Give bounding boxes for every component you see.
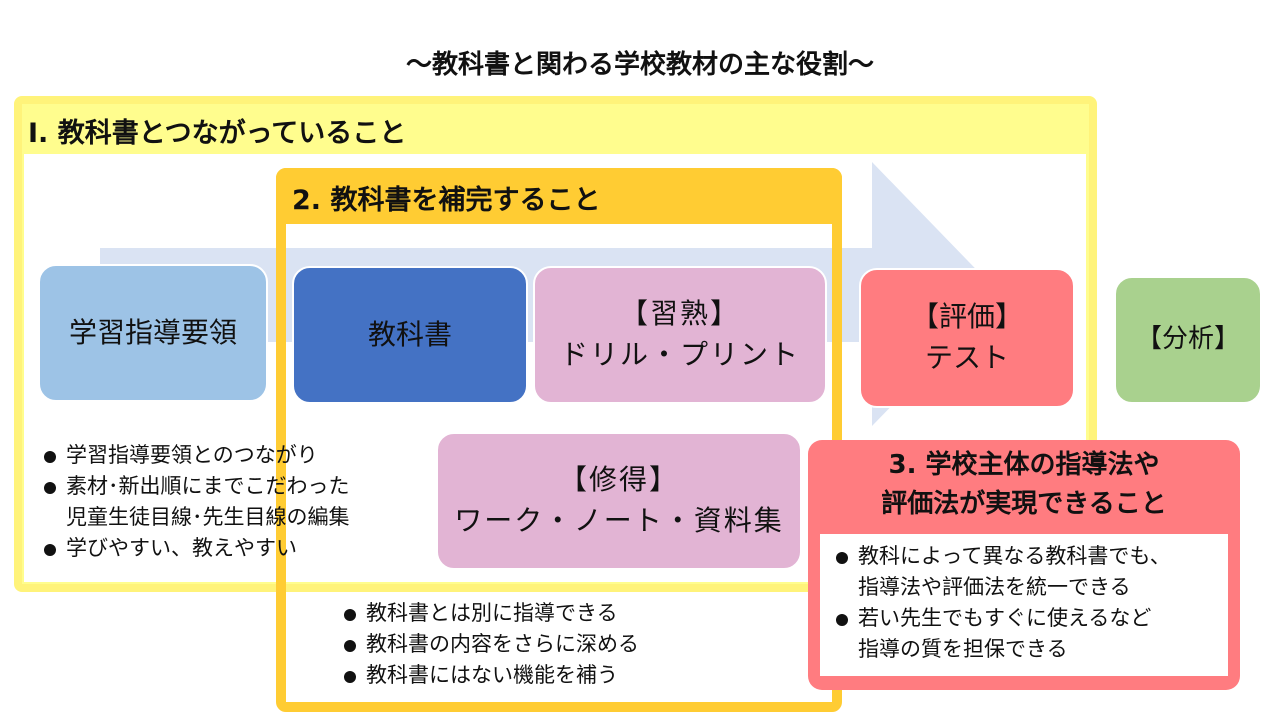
section1-bullet-continuation: 児童生徒目線･先生目線の編集: [66, 505, 350, 529]
section3-bullet: 教科によって異なる教科書でも、: [832, 541, 1171, 572]
bunseki-text: 【分析】: [1135, 324, 1240, 355]
kyokasho-box: 教科書: [292, 266, 528, 404]
drill-box: 【習熟】 ドリル・プリント: [533, 266, 827, 404]
section2-bullet: 教科書にはない機能を補う: [340, 660, 639, 691]
section3-inner: [820, 534, 1228, 676]
shutoku-text: ワーク・ノート・資料集: [454, 504, 784, 537]
section3-heading: 3. 学校主体の指導法や 評価法が実現できること: [808, 446, 1240, 524]
yoryo-box: 学習指導要領: [38, 264, 268, 402]
yoryo-text: 学習指導要領: [68, 315, 237, 349]
section3-bullet-list: 教科によって異なる教科書でも、 指導法や評価法を統一できる 若い先生でもすぐに使…: [832, 541, 1171, 665]
section2-bullet-list: 教科書とは別に指導できる 教科書の内容をさらに深める 教科書にはない機能を補う: [340, 598, 639, 691]
drill-text: ドリル・プリント: [559, 338, 800, 371]
diagram-title: ～教科書と関わる学校教材の主な役割～: [405, 50, 874, 80]
drill-label: 【習熟】: [619, 297, 740, 331]
section2-bullet: 教科書とは別に指導できる: [340, 598, 639, 629]
shutoku-box: 【修得】 ワーク・ノート・資料集: [436, 432, 802, 570]
section3-bullet-continuation: 指導法や評価法を統一できる: [858, 575, 1131, 599]
test-box: 【評価】 テスト: [859, 268, 1075, 408]
section3-heading-line2: 評価法が実現できること: [881, 489, 1167, 519]
section1-heading: I. 教科書とつながっていること: [28, 118, 407, 149]
kyokasho-text: 教科書: [367, 317, 452, 351]
section1-bullet: 学習指導要領とのつながり: [40, 440, 350, 471]
test-text: テスト: [924, 341, 1009, 374]
shutoku-label: 【修得】: [558, 463, 679, 497]
bunseki-box: 【分析】: [1114, 276, 1262, 404]
test-label: 【評価】: [910, 300, 1023, 334]
section1-bullet: 学びやすい、教えやすい: [40, 533, 350, 564]
section1-bullet-list: 学習指導要領とのつながり 素材･新出順にまでこだわった 児童生徒目線･先生目線の…: [40, 440, 350, 564]
section3-heading-line1: 3. 学校主体の指導法や: [888, 450, 1160, 480]
section3-bullet-continuation: 指導の質を担保できる: [858, 637, 1068, 661]
section2-heading: 2. 教科書を補完すること: [292, 185, 601, 216]
section1-bullet: 素材･新出順にまでこだわった: [40, 471, 350, 502]
section2-bullet: 教科書の内容をさらに深める: [340, 629, 639, 660]
section3-bullet: 若い先生でもすぐに使えるなど: [832, 603, 1171, 634]
